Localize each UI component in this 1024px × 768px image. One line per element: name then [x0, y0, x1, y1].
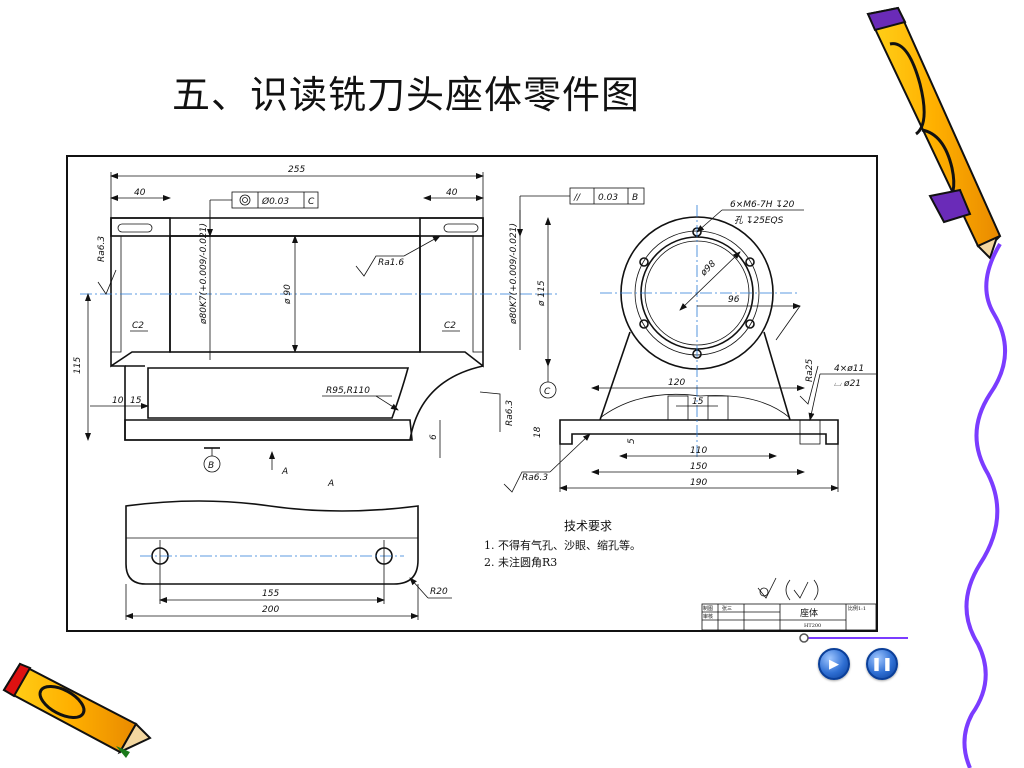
wavy-border [962, 242, 1007, 768]
title-scale: 比例1:1 [848, 605, 866, 612]
title-drawn-label: 制图 [703, 605, 713, 612]
roughness-ra16: Ra1.6 [378, 258, 404, 268]
holes-callout-1: 4×ø11 [834, 364, 864, 374]
dim-10: 10 [112, 396, 124, 406]
view-arrow-a: A [281, 467, 288, 477]
title-material: HT200 [804, 623, 821, 629]
roughness-ra25: Ra25 [805, 359, 815, 382]
dim-15-slot: 15 [692, 397, 704, 407]
decor-dot [799, 633, 809, 643]
dim-dia115: ø 115 [537, 280, 547, 307]
slide-title: 五、识读铣刀头座体零件图 [172, 73, 641, 117]
side-dimensions: 6×M6-7H ↧20 孔 ↧25EQS ø98 96 120 15 5 18 … [503, 200, 876, 493]
pencil-decoration-bottom [2, 662, 152, 758]
roughness-ra63-base: Ra6.3 [522, 473, 548, 483]
dim-15-left: 15 [130, 396, 142, 406]
play-button[interactable]: ▶ [818, 648, 850, 680]
chamfer-c2-left: C2 [132, 321, 144, 331]
tolerance-parallel-symbol: // [573, 193, 581, 203]
front-dimensions: 255 40 40 115 ø 115 ø 90 ø80K7(+0.009/-0… [73, 165, 645, 489]
tolerance-parallel-value: 0.03 [598, 193, 618, 203]
title-part-name: 座体 [800, 607, 818, 619]
tolerance-parallel-ref: B [632, 193, 638, 203]
roughness-ra63-left: Ra6.3 [97, 236, 107, 262]
title-name: 张三 [722, 605, 732, 612]
dim-190: 190 [690, 478, 707, 488]
thread-callout-1: 6×M6-7H ↧20 [730, 200, 795, 210]
dim-80k7-left: ø80K7(+0.009/-0.021) [199, 223, 209, 325]
dim-40-right: 40 [446, 188, 458, 198]
dim-200: 200 [262, 605, 279, 615]
tech-note-2: 2. 未注圆角R3 [484, 555, 557, 569]
dim-80k7-right: ø80K7(+0.009/-0.021) [509, 223, 519, 325]
dim-120: 120 [668, 378, 685, 388]
chamfer-c2-right: C2 [444, 321, 456, 331]
datum-b: B [208, 461, 214, 471]
datum-c: C [544, 387, 551, 397]
pause-button[interactable]: ❚❚ [866, 648, 898, 680]
general-roughness-symbol [757, 577, 819, 601]
pencil-decoration-top [866, 6, 1002, 260]
title-block: 制图 审核 张三 座体 HT200 比例1:1 [701, 603, 877, 631]
drawing-frame [66, 155, 878, 632]
thread-callout-2: 孔 ↧25EQS [734, 215, 784, 226]
dim-96: 96 [728, 295, 740, 305]
dim-40-left: 40 [134, 188, 146, 198]
radius-r95: R95,R110 [326, 386, 370, 396]
dim-dia90: ø 90 [283, 284, 293, 305]
dim-115-height: 115 [73, 357, 83, 374]
tech-note-1: 1. 不得有气孔、沙眼、缩孔等。 [484, 538, 641, 552]
dim-155: 155 [262, 589, 279, 599]
dim-5: 5 [627, 438, 637, 444]
dim-6: 6 [429, 434, 439, 440]
dim-18: 18 [533, 426, 543, 438]
view-label-a: A [327, 479, 334, 489]
tolerance-concentric-value: Ø0.03 [261, 196, 289, 207]
dim-110: 110 [690, 446, 707, 456]
radius-r20: R20 [430, 587, 448, 597]
front-section-view [80, 210, 560, 441]
roughness-ra63-mid: Ra6.3 [505, 400, 515, 426]
technical-requirements: 技术要求 1. 不得有气孔、沙眼、缩孔等。 2. 未注圆角R3 [484, 519, 641, 569]
tech-heading: 技术要求 [564, 519, 612, 533]
title-checked-label: 审核 [703, 613, 713, 620]
dim-150: 150 [690, 462, 707, 472]
tolerance-concentric-ref: C [308, 197, 315, 207]
holes-callout-2: ⌴ ø21 [834, 379, 861, 389]
bottom-view-a: 155 200 R20 [125, 500, 452, 620]
dim-255: 255 [288, 165, 305, 175]
